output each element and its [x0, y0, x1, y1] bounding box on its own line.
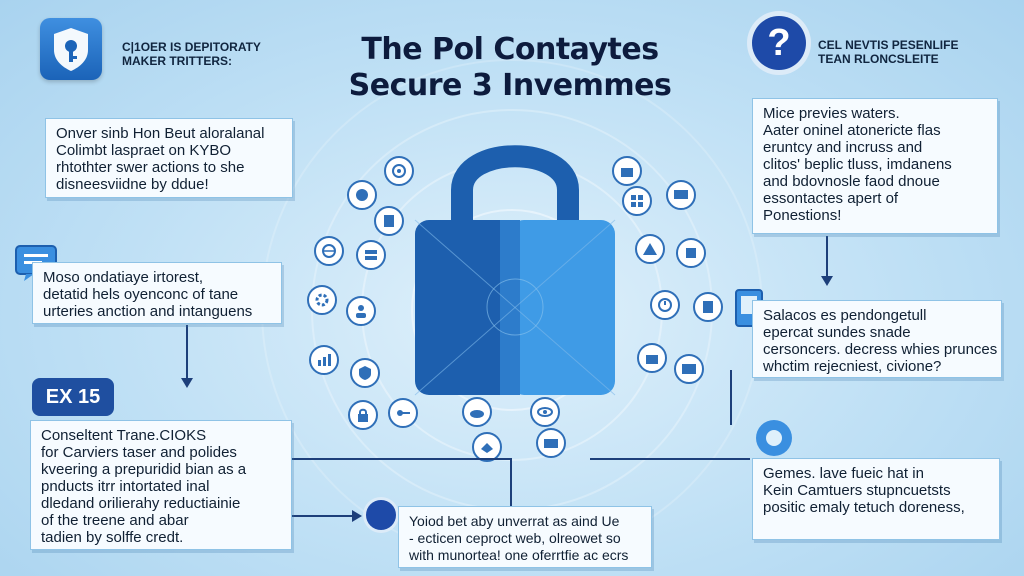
card-text-line: - ecticen ceproct web, olreowet so: [409, 530, 621, 546]
connector-bottom-left: [290, 515, 360, 517]
display-icon: [666, 180, 696, 210]
info-card-left-1: Onver sinb Hon Beut aloralanal Colimbt l…: [45, 118, 293, 198]
card-text-line: cersoncers. decress whies prunces: [763, 341, 998, 358]
card-text-line: Colimbt laspraet on KYBO: [56, 142, 232, 159]
connector-right-horizontal: [590, 458, 750, 460]
card-text-line: with munortea! one oferrtfie ac ecrs: [409, 547, 629, 563]
arrow-right-icon: [352, 510, 362, 522]
shield-icon: [350, 358, 380, 388]
page-title: The Pol Contaytes Secure 3 Invemmes: [300, 32, 720, 104]
card-text-line: Yoiod bet aby unverrat as aind Ue: [409, 513, 620, 529]
card-text-line: clitos' beplic tluss, imdanens: [763, 156, 952, 173]
top-left-header-line-2: MAKER TRITTERS:: [122, 54, 232, 68]
document-icon: [374, 206, 404, 236]
title-line-1: The Pol Contaytes: [361, 32, 659, 67]
card-text-line: urteries anction and intanguens: [43, 303, 253, 320]
globe-icon: [314, 236, 344, 266]
hands-icon: [472, 432, 502, 462]
connector-center-horizontal: [290, 458, 510, 460]
card-text-line: essontactes apert of: [763, 190, 899, 207]
card-text-line: and bdovnosle faod dnoue: [763, 173, 940, 190]
card-text-line: epercat sundes snade: [763, 324, 911, 341]
card-text-line: disneesviidne by ddue!: [56, 176, 209, 193]
card-text-line: tadien by solffe credt.: [41, 529, 184, 546]
clock-icon: [650, 290, 680, 320]
info-card-left-3: Conseltent Trane.CIOKS for Carviers tase…: [30, 420, 292, 550]
data-grid-icon: [622, 186, 652, 216]
connector-right-vertical-bottom: [730, 370, 732, 425]
cloud-icon: [462, 397, 492, 427]
info-card-right-3: Gemes. lave fueic hat in Kein Camtuers s…: [752, 458, 1000, 540]
padlock-icon: [414, 145, 616, 396]
top-right-header-line-1: CEL NEVTIS PESENLIFE: [818, 38, 959, 52]
info-card-bottom-center: Yoiod bet aby unverrat as aind Ue - ecti…: [398, 506, 652, 568]
card-text-line: dledand orilierahy reductiainie: [41, 495, 241, 512]
arrow-down-icon: [181, 378, 193, 388]
key-icon: [388, 398, 418, 428]
checklist-icon: [693, 292, 723, 322]
card-text-line: kveering a prepuridid bian as a: [41, 461, 247, 478]
card-text-line: whctim rejecniest, civione?: [763, 358, 942, 375]
alert-icon: [635, 234, 665, 264]
gear-badge-icon: [366, 500, 396, 530]
card-text-line: Moso ondatiaye irtorest,: [43, 269, 204, 286]
lock-small-icon: [348, 400, 378, 430]
folder-icon: [612, 156, 642, 186]
card-icon: [536, 428, 566, 458]
top-right-header-line-2: TEAN RLONCSLEITE: [818, 52, 939, 66]
question-mark-icon: ?: [752, 16, 806, 70]
card-text-line: Onver sinb Hon Beut aloralanal: [56, 125, 265, 142]
card-text-line: Conseltent Trane.CIOKS: [41, 427, 207, 444]
chart-icon: [309, 345, 339, 375]
card-text-line: Ponestions!: [763, 207, 842, 224]
mail-icon: [674, 354, 704, 384]
server-icon: [356, 240, 386, 270]
info-card-right-2: Salacos es pendongetull epercat sundes s…: [752, 300, 1002, 378]
top-right-header: CEL NEVTIS PESENLIFE TEAN RLONCSLEITE: [818, 38, 958, 66]
card-text-line: Kein Camtuers stupncuetsts: [763, 482, 951, 499]
user-icon: [346, 296, 376, 326]
arrow-down-icon: [821, 276, 833, 286]
target-icon: [384, 156, 414, 186]
title-line-2: Secure 3 Invemmes: [348, 68, 672, 103]
info-card-right-1: Mice previes waters. Aater oninel atoner…: [752, 98, 998, 234]
network-icon: [347, 180, 377, 210]
card-text-line: Salacos es pendongetull: [763, 307, 927, 324]
card-text-line: positic emaly tetuch doreness,: [763, 499, 965, 516]
info-card-left-2: Moso ondatiaye irtorest, detatid hels oy…: [32, 262, 282, 324]
connector-center-vertical: [510, 458, 512, 506]
top-left-header: C|1OER IS DEPITORATY MAKER TRITTERS:: [122, 40, 261, 68]
connector-right-vertical-top: [826, 236, 828, 276]
shield-key-icon: [40, 18, 102, 80]
card-text-line: pnducts itrr intortated inal: [41, 478, 210, 495]
eye-icon: [530, 397, 560, 427]
ex-badge: EX 15: [32, 378, 114, 416]
card-text-line: Gemes. lave fueic hat in: [763, 465, 924, 482]
settings-icon: [307, 285, 337, 315]
card-text-line: Aater oninel atonericte flas: [763, 122, 941, 139]
card-text-line: of the treene and abar: [41, 512, 189, 529]
connector-left-vertical: [186, 325, 188, 380]
puzzle-icon: [676, 238, 706, 268]
card-text-line: detatid hels oyenconc of tane: [43, 286, 239, 303]
briefcase-icon: [637, 343, 667, 373]
card-text-line: eruntcy and incruss and: [763, 139, 923, 156]
card-text-line: rhtothter swer actions to she: [56, 159, 245, 176]
top-left-header-line-1: C|1OER IS DEPITORATY: [122, 40, 261, 54]
card-text-line: for Carviers taser and polides: [41, 444, 237, 461]
card-text-line: Mice previes waters.: [763, 105, 900, 122]
